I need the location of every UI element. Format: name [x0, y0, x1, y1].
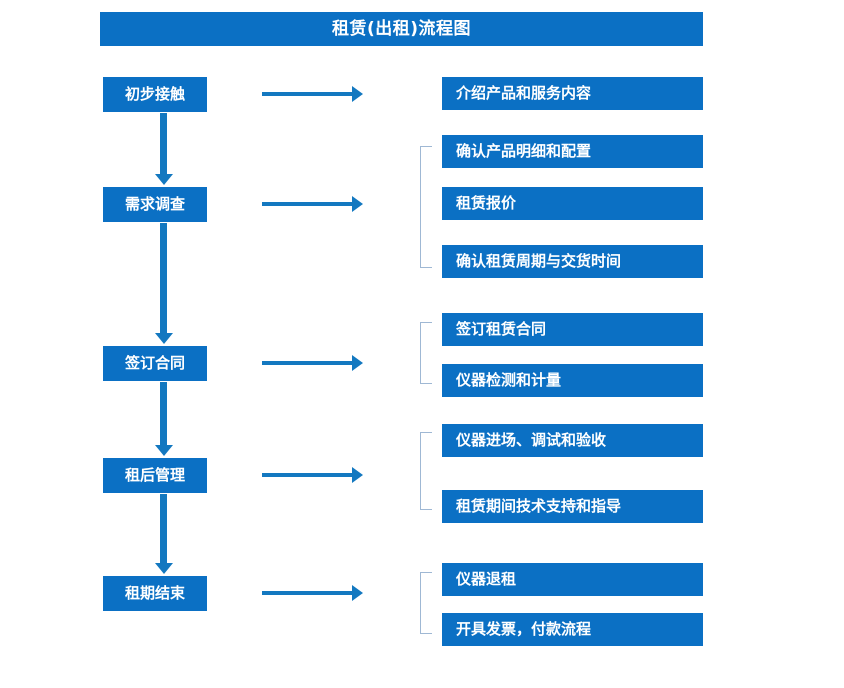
bracket-icon-group-2 [420, 146, 432, 268]
detail-label-3: 租赁报价 [456, 194, 517, 212]
arrow-right-icon-1 [262, 86, 363, 102]
detail-label-7: 仪器进场、调试和验收 [456, 431, 607, 449]
arrow-right-icon-3 [262, 355, 363, 371]
stage-box-3[interactable]: 签订合同 [103, 346, 207, 381]
detail-label-4: 确认租赁周期与交货时间 [456, 252, 622, 270]
detail-label-5: 签订租赁合同 [456, 320, 547, 338]
bracket-icon-group-4 [420, 432, 432, 510]
detail-label-1: 介绍产品和服务内容 [456, 84, 592, 102]
stage-label-4: 租后管理 [124, 466, 185, 484]
stage-box-4[interactable]: 租后管理 [103, 458, 207, 493]
stage-box-5[interactable]: 租期结束 [103, 576, 207, 611]
detail-box-3[interactable]: 租赁报价 [442, 187, 703, 220]
arrow-right-icon-5 [262, 585, 363, 601]
detail-box-6[interactable]: 仪器检测和计量 [442, 364, 703, 397]
arrow-down-icon-2 [155, 223, 173, 344]
detail-box-9[interactable]: 仪器退租 [442, 563, 703, 596]
bracket-icon-group-5 [420, 572, 432, 634]
detail-label-10: 开具发票，付款流程 [456, 620, 592, 638]
page-title: 租赁(出租)流程图 [331, 18, 472, 39]
arrow-right-icon-4 [262, 467, 363, 483]
stage-label-1: 初步接触 [124, 85, 185, 103]
detail-label-9: 仪器退租 [456, 570, 517, 588]
detail-box-8[interactable]: 租赁期间技术支持和指导 [442, 490, 703, 523]
arrow-down-icon-3 [155, 382, 173, 456]
detail-box-2[interactable]: 确认产品明细和配置 [442, 135, 703, 168]
detail-box-10[interactable]: 开具发票，付款流程 [442, 613, 703, 646]
detail-label-8: 租赁期间技术支持和指导 [456, 497, 622, 515]
detail-label-2: 确认产品明细和配置 [456, 142, 592, 160]
arrow-right-icon-2 [262, 196, 363, 212]
arrow-down-icon-1 [155, 113, 173, 185]
detail-box-5[interactable]: 签订租赁合同 [442, 313, 703, 346]
detail-box-1[interactable]: 介绍产品和服务内容 [442, 77, 703, 110]
stage-label-3: 签订合同 [124, 354, 185, 372]
stage-label-5: 租期结束 [124, 584, 185, 602]
arrow-down-icon-4 [155, 494, 173, 574]
detail-box-4[interactable]: 确认租赁周期与交货时间 [442, 245, 703, 278]
detail-label-6: 仪器检测和计量 [456, 371, 562, 389]
stage-box-1[interactable]: 初步接触 [103, 77, 207, 112]
diagram-title-bar: 租赁(出租)流程图 [100, 12, 703, 46]
detail-box-7[interactable]: 仪器进场、调试和验收 [442, 424, 703, 457]
stage-box-2[interactable]: 需求调查 [103, 187, 207, 222]
stage-label-2: 需求调查 [124, 195, 185, 213]
bracket-icon-group-3 [420, 322, 432, 384]
